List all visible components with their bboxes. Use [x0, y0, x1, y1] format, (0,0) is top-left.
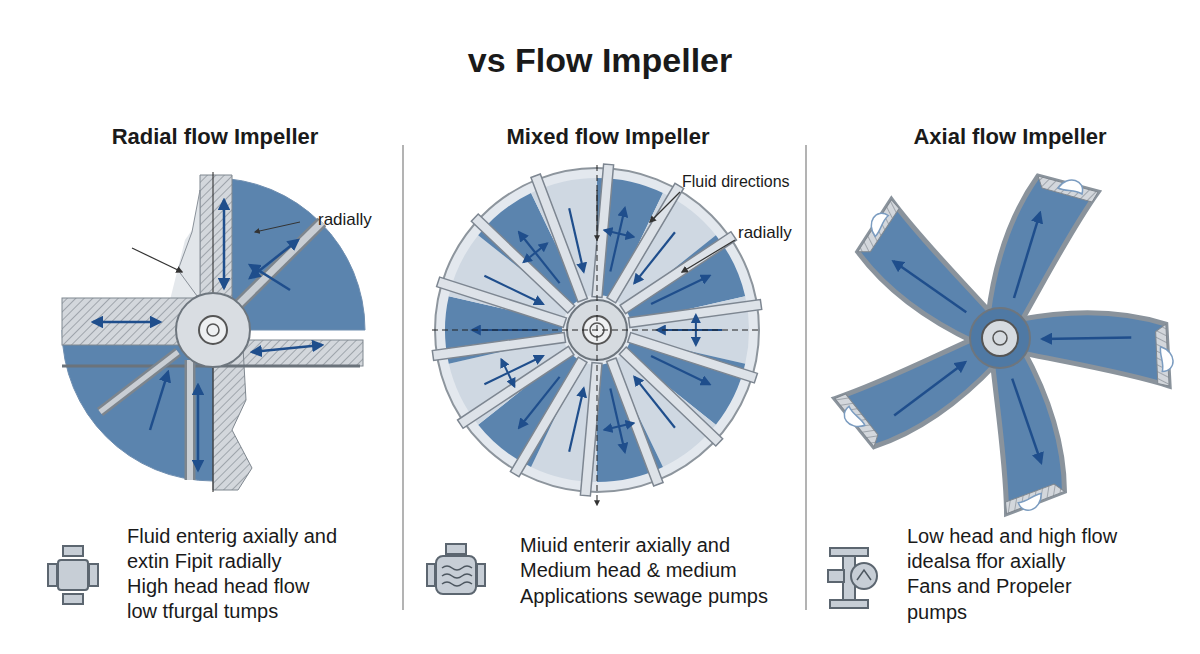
flow-arrow [519, 377, 560, 428]
description-line: Applications sewage pumps [520, 584, 768, 608]
flow-arrow [484, 356, 543, 384]
divider [805, 145, 807, 610]
callout-label: radially [318, 210, 372, 230]
axial-pump-icon [828, 548, 877, 608]
mixed-pump-icon [427, 544, 485, 594]
diagram-title: vs Flow Impeller [468, 40, 733, 81]
flow-arrow [610, 208, 624, 271]
impeller-blade [458, 346, 574, 428]
description-line: idealsa ffor axially [907, 549, 1066, 573]
description-line: Miuid enterir axially and [520, 533, 730, 557]
description-line: extin Fipit radially [127, 549, 282, 573]
radial-pump-icon [48, 546, 98, 604]
flow-arrow [634, 232, 675, 283]
flow-arrow [604, 230, 633, 237]
description-line: Low head and high flow [907, 524, 1117, 548]
description-line: Fans and Propeler [907, 574, 1072, 598]
flow-arrow [569, 388, 583, 451]
flow-arrow [519, 232, 560, 283]
flow-arrow [501, 359, 514, 386]
impeller-blade [620, 232, 736, 314]
flow-arrow [651, 356, 710, 384]
flow-arrow [610, 388, 624, 451]
column-heading: Mixed flow Impeller [507, 124, 710, 150]
mixed-impeller [432, 164, 762, 505]
callout-label: radially [738, 223, 792, 243]
flow-arrow [524, 243, 547, 262]
divider [402, 145, 404, 610]
impeller-blade [607, 183, 684, 303]
description-line: Medium head & medium [520, 558, 737, 582]
impeller-blade [580, 363, 602, 496]
description-line: low tfurgal tumps [127, 599, 278, 623]
column-heading: Radial flow Impeller [112, 124, 319, 150]
description-line: High head head flow [127, 574, 309, 598]
flow-arrow [634, 377, 675, 428]
impeller-blade [510, 357, 587, 477]
description-line: Fluid enterig axially and [127, 524, 337, 548]
axial-impeller [825, 176, 1184, 527]
flow-arrow [651, 276, 710, 304]
flow-arrow [604, 423, 633, 430]
callout-label: Fluid directions [682, 172, 790, 191]
flow-arrow [484, 276, 543, 304]
impeller-blade [432, 332, 565, 360]
description-line: pumps [907, 600, 967, 624]
flow-arrow [569, 208, 583, 271]
column-heading: Axial flow Impeller [913, 124, 1106, 150]
